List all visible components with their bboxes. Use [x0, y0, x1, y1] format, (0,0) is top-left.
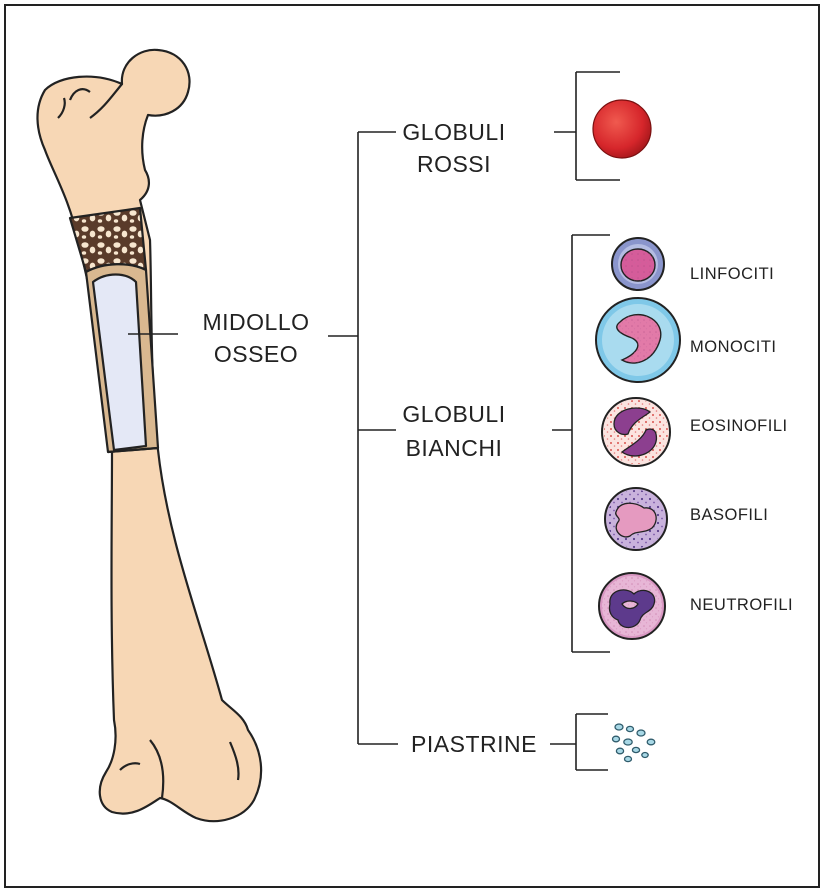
basophil-icon	[605, 488, 667, 550]
eosinophil-icon	[602, 398, 670, 466]
neutrophil-icon	[599, 573, 665, 639]
white-cells-label: GLOBULI BIANCHI	[402, 401, 505, 461]
red-cells-label: GLOBULI ROSSI	[402, 119, 505, 177]
white-cells-label-line2: BIANCHI	[406, 435, 503, 461]
lymphocyte-label: LINFOCITI	[690, 265, 774, 283]
monocyte-label: MONOCITI	[690, 338, 777, 356]
monocyte-icon	[596, 298, 680, 382]
platelets-icon	[613, 724, 655, 762]
red-cells-label-line2: ROSSI	[417, 151, 491, 177]
red-blood-cell-icon	[593, 100, 651, 158]
femur-bone	[37, 50, 261, 821]
red-cells-label-line1: GLOBULI	[402, 119, 505, 145]
white-cells-label-line1: GLOBULI	[402, 401, 505, 427]
platelets-label: PIASTRINE	[411, 731, 537, 757]
basophil-label: BASOFILI	[690, 506, 768, 524]
marrow-label: MIDOLLO OSSEO	[202, 309, 309, 367]
lymphocyte-icon	[612, 238, 664, 290]
marrow-label-line2: OSSEO	[214, 341, 298, 367]
marrow-label-line1: MIDOLLO	[202, 309, 309, 335]
neutrophil-label: NEUTROFILI	[690, 596, 793, 614]
eosinophil-label: EOSINOFILI	[690, 417, 788, 435]
spongy-bone	[70, 208, 146, 272]
